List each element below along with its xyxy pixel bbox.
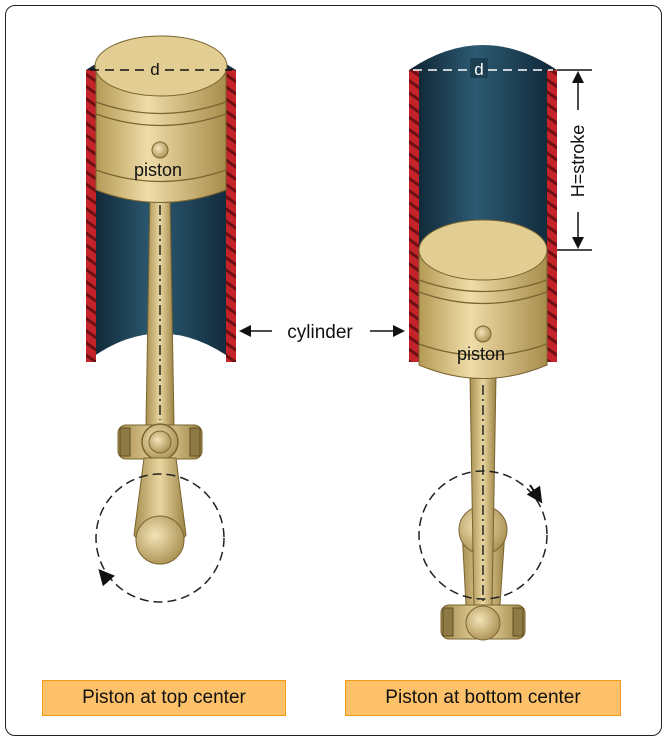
right-piston-label: piston (457, 344, 505, 364)
caption-bottom-center: Piston at bottom center (345, 680, 621, 716)
right-piston-crown (418, 219, 548, 281)
right-diameter-label: d (474, 60, 483, 79)
right-cylinder-wall-right (547, 70, 557, 362)
left-diameter-label: d (150, 60, 159, 79)
right-piston-pin (474, 325, 492, 343)
left-crankpin (135, 515, 185, 565)
left-piston (95, 69, 227, 203)
left-piston-pin (151, 141, 169, 159)
right-assembly: d H=stroke piston (409, 45, 592, 641)
left-cylinder-wall-left (86, 70, 96, 362)
right-crank-rotation-path (418, 470, 548, 600)
left-crank-rotation-path (95, 473, 225, 603)
cylinder-callout: cylinder (239, 322, 405, 343)
stroke-label: H=stroke (568, 125, 588, 198)
right-crankpin (465, 605, 501, 641)
right-piston (418, 247, 548, 379)
left-assembly: d piston (86, 35, 236, 603)
caption-top-center: Piston at top center (42, 680, 286, 716)
left-piston-label: piston (134, 160, 182, 180)
cylinder-label: cylinder (287, 322, 353, 343)
right-cylinder-wall-left (409, 70, 419, 362)
left-cylinder-wall-right (226, 70, 236, 362)
